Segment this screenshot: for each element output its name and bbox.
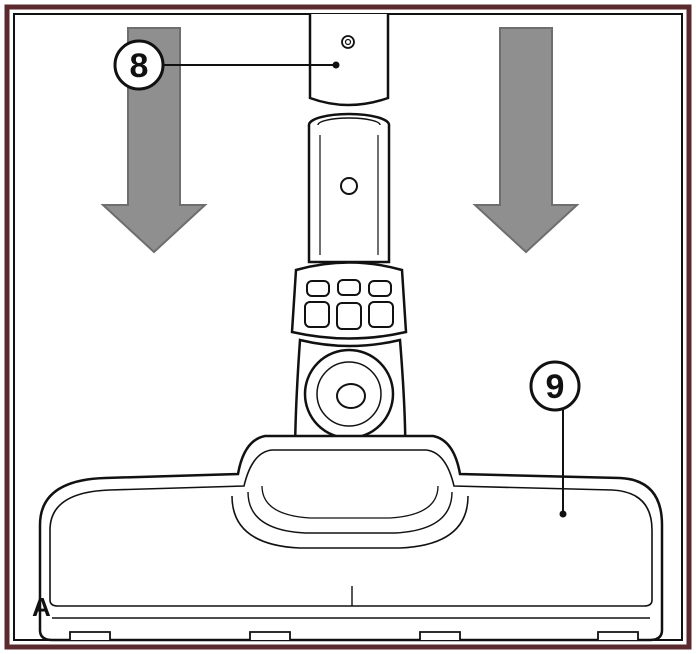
callout-9: 9 (529, 360, 581, 518)
panel-label: A (32, 592, 51, 622)
down-arrow-right (472, 27, 580, 254)
swivel-collar (290, 261, 408, 340)
extension-tube (308, 14, 390, 107)
callout-9-label: 9 (546, 368, 565, 406)
nozzle-neck (307, 112, 391, 264)
callout-8: 8 (113, 39, 340, 91)
floor-nozzle-body (38, 434, 664, 642)
callout-8-label: 8 (130, 47, 149, 85)
